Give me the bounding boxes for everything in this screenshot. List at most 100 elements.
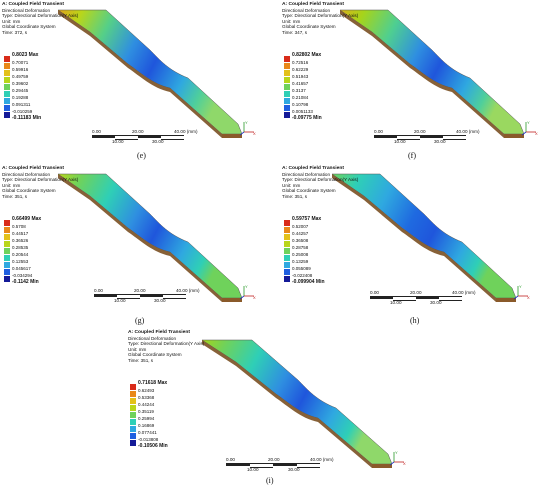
svg-text:X: X [253, 131, 256, 136]
header-line-1: Directional Deformation [282, 171, 330, 177]
color-legend: 0.66499 Max 0.5708 0.44517 0.36526 0.285… [4, 216, 64, 286]
svg-text:Y: Y [527, 120, 530, 125]
header-line-5: Time: 347, s [282, 29, 308, 35]
header-line-3: Unit: mm [2, 182, 21, 188]
legend-value: 0.12553 [12, 259, 29, 264]
scale-label: 30.00 [288, 467, 300, 472]
legend-value: 0.44257 [292, 231, 309, 236]
legend-value: 0.72516 [292, 60, 309, 65]
legend-swatch [284, 255, 290, 261]
legend-value: 0.077441 [138, 430, 157, 435]
header-line-2: Type: Directional Deformation(Y Axis) [128, 341, 205, 347]
legend-value: 0.091311 [12, 102, 31, 107]
specimen-model [331, 173, 517, 302]
legend-swatch [4, 56, 10, 62]
figure-caption: (e) [137, 151, 146, 160]
header-title: A: Coupled Field Transient [2, 166, 64, 171]
legend-min: -0.10506 Min [138, 443, 168, 449]
legend-value: 0.16869 [138, 423, 155, 428]
result-header: A: Coupled Field Transient Directional D… [282, 166, 358, 200]
legend-value: 0.39602 [12, 81, 29, 86]
result-header: A: Coupled Field Transient Directional D… [2, 166, 78, 200]
legend-swatch [130, 419, 136, 425]
scale-label: 20.00 [268, 457, 280, 462]
scale-label: 20.00 [414, 129, 426, 134]
legend-swatch [4, 63, 10, 69]
specimen-model [201, 339, 393, 468]
figure-caption: (h) [410, 316, 420, 325]
legend-swatch [130, 412, 136, 418]
legend-value: 0.28758 [292, 245, 309, 250]
color-legend: 0.8023 Max 0.70071 0.59916 0.49759 0.396… [4, 52, 64, 122]
svg-text:Y: Y [395, 450, 398, 455]
header-line-5: Time: 351, s [128, 357, 154, 363]
header-line-1: Directional Deformation [2, 171, 50, 177]
legend-swatch [4, 234, 10, 240]
legend-value: 0.5708 [12, 224, 26, 229]
legend-value: 0.045617 [12, 266, 31, 271]
legend-value: 0.44517 [12, 231, 29, 236]
legend-swatch [284, 248, 290, 254]
specimen-model [57, 9, 243, 138]
header-line-1: Directional Deformation [282, 7, 330, 13]
legend-swatch [4, 91, 10, 97]
legend-swatch [130, 433, 136, 439]
specimen-model [57, 173, 243, 302]
scale-bar: 0.00 20.00 40.00 (mm) 10.00 30.00 [92, 129, 198, 145]
scale-label: 20.00 [134, 288, 146, 293]
figure-caption: (f) [408, 151, 416, 160]
legend-max: 0.82802 Max [292, 52, 322, 58]
legend-swatch [284, 227, 290, 233]
scale-bar: 0.00 20.00 40.00 (mm) 10.00 30.00 [370, 290, 476, 306]
legend-value: 0.52007 [292, 224, 309, 229]
legend-swatch [4, 269, 10, 275]
scale-label: 40.00 (mm) [452, 290, 476, 295]
legend-swatch [130, 440, 136, 446]
panel-i: A: Coupled Field Transient Directional D… [128, 330, 428, 486]
header-line-5: Time: 351, s [282, 193, 308, 199]
result-header: A: Coupled Field Transient Directional D… [2, 2, 78, 36]
legend-min: -0.09775 Min [292, 115, 322, 121]
legend-value: 0.10798 [292, 102, 309, 107]
legend-value: 0.53368 [138, 395, 155, 400]
legend-value: 0.28535 [12, 245, 29, 250]
legend-value: 0.25994 [138, 416, 155, 421]
scale-label: 30.00 [152, 139, 164, 144]
result-header: A: Coupled Field Transient Directional D… [128, 330, 204, 364]
figure-caption: (i) [266, 476, 274, 485]
legend-value: 0.62229 [292, 67, 309, 72]
legend-swatch [4, 220, 10, 226]
legend-value: 0.41657 [292, 81, 309, 86]
legend-swatch [284, 262, 290, 268]
legend-swatch [4, 227, 10, 233]
scale-label: 0.00 [94, 288, 103, 293]
legend-max: 0.71618 Max [138, 380, 168, 386]
scale-label: 30.00 [430, 300, 442, 305]
legend-value: 0.62493 [138, 388, 155, 393]
legend-swatch [130, 391, 136, 397]
svg-text:Y: Y [245, 284, 248, 289]
legend-swatch [284, 63, 290, 69]
legend-value: 0.51943 [292, 74, 309, 79]
result-header: A: Coupled Field Transient Directional D… [282, 2, 358, 36]
scale-label: 40.00 (mm) [456, 129, 480, 134]
scale-label: 10.00 [390, 300, 402, 305]
header-line-2: Type: Directional Deformation(Y Axis) [2, 13, 79, 19]
legend-swatch [284, 84, 290, 90]
header-line-3: Unit: mm [2, 18, 21, 24]
scale-label: 10.00 [394, 139, 406, 144]
legend-max: 0.66499 Max [12, 216, 42, 222]
scale-bar: 0.00 20.00 40.00 (mm) 10.00 30.00 [226, 457, 334, 473]
color-legend: 0.59757 Max 0.52007 0.44257 0.36508 0.28… [284, 216, 344, 286]
legend-swatch [284, 105, 290, 111]
scale-label: 0.00 [92, 129, 101, 134]
legend-swatch [284, 77, 290, 83]
legend-value: -0.034294 [12, 273, 33, 278]
legend-swatch [4, 262, 10, 268]
scale-label: 20.00 [132, 129, 144, 134]
scale-label: 0.00 [226, 457, 235, 462]
legend-value: 0.19288 [12, 95, 29, 100]
svg-text:X: X [403, 461, 406, 466]
